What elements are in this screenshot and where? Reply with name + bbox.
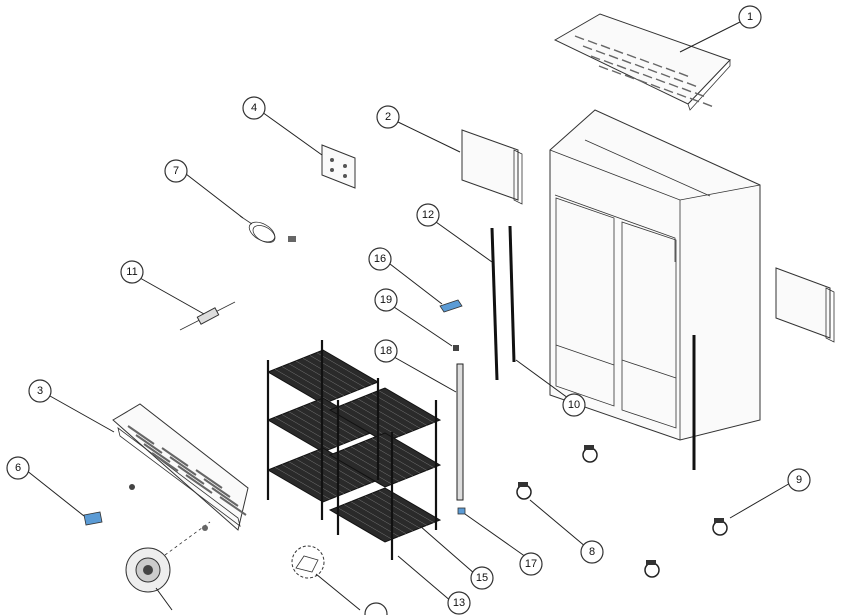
callout-17: 17	[519, 552, 543, 576]
callout-15: 15	[470, 566, 494, 590]
wire-shelving	[266, 340, 442, 560]
svg-text:7: 7	[173, 165, 179, 177]
door-rods	[490, 225, 516, 381]
small-screw	[453, 345, 459, 351]
svg-text:4: 4	[251, 102, 257, 114]
svg-text:15: 15	[476, 572, 488, 584]
caster-2	[582, 445, 598, 463]
svg-text:18: 18	[380, 345, 392, 357]
callout-2: 2	[376, 105, 400, 129]
heater-element	[179, 301, 236, 331]
svg-text:2: 2	[385, 111, 391, 123]
callouts: 1 2 3 4 6 7 8 9 10 11 12 13 15 16 17 18 …	[6, 5, 811, 615]
callout-6: 6	[6, 456, 30, 480]
svg-text:19: 19	[380, 294, 392, 306]
svg-text:17: 17	[525, 558, 537, 570]
power-cord	[239, 215, 296, 243]
svg-text:16: 16	[374, 253, 386, 265]
callout-1: 1	[738, 5, 762, 29]
vertical-post	[456, 363, 464, 501]
callout-4: 4	[242, 96, 266, 120]
caster-1	[516, 482, 532, 500]
leader-lines	[25, 21, 793, 611]
bracket-plate	[321, 144, 356, 189]
svg-text:6: 6	[15, 462, 21, 474]
callout-3: 3	[28, 379, 52, 403]
callout-12: 12	[416, 203, 440, 227]
svg-text:9: 9	[796, 474, 802, 486]
callout-partial-bottom	[364, 602, 388, 615]
caster-4	[644, 560, 660, 578]
callout-13: 13	[447, 591, 471, 615]
callout-10: 10	[562, 393, 586, 417]
side-panel-right	[775, 267, 835, 343]
callout-16: 16	[368, 247, 392, 271]
cabinet-frame	[549, 109, 761, 470]
top-vent-panel	[553, 13, 731, 111]
callout-7: 7	[164, 159, 188, 183]
casters	[516, 445, 728, 578]
callout-9: 9	[787, 468, 811, 492]
svg-text:13: 13	[453, 597, 465, 609]
blue-clip	[439, 299, 463, 313]
caster-3	[712, 518, 728, 536]
callout-19: 19	[374, 288, 398, 312]
fan-motor	[125, 484, 211, 593]
svg-text:11: 11	[126, 266, 137, 278]
svg-text:10: 10	[568, 399, 580, 411]
front-grille	[112, 403, 249, 531]
callout-8: 8	[580, 540, 604, 564]
svg-text:12: 12	[422, 209, 434, 221]
callout-18: 18	[374, 339, 398, 363]
svg-text:1: 1	[747, 11, 753, 23]
svg-text:8: 8	[589, 546, 595, 558]
shelf-bracket	[291, 545, 325, 579]
grille-clip	[83, 511, 103, 526]
svg-text:3: 3	[37, 385, 43, 397]
post-foot	[457, 507, 466, 515]
callout-11: 11	[120, 260, 144, 284]
side-panel-small	[461, 129, 523, 205]
